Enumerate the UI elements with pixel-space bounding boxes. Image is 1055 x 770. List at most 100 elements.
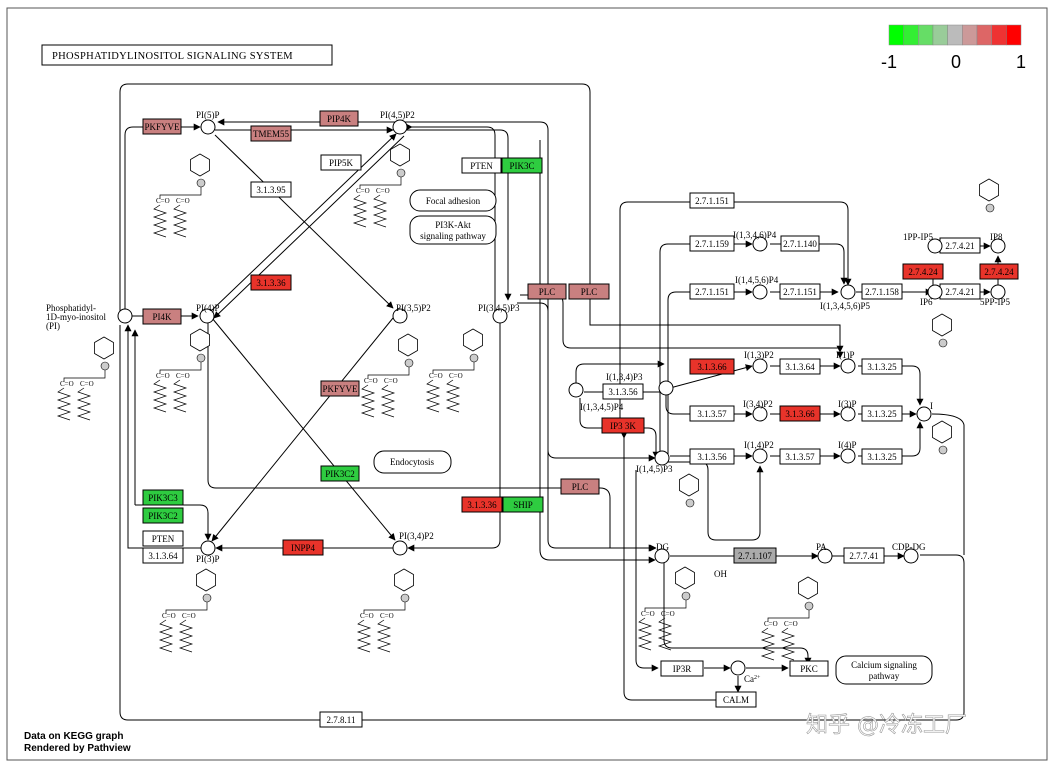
gene-node[interactable]: PKC [789,660,829,677]
gene-node[interactable]: 2.7.1.159 [689,235,735,252]
compound-i14p2[interactable]: I(1,4)P2 [744,440,774,464]
svg-text:I(1,3,4)P3: I(1,3,4)P3 [606,372,643,382]
gene-node[interactable]: 3.1.3.56 [602,383,644,400]
gene-node[interactable]: 2.7.1.151 [689,192,735,209]
gene-node[interactable]: PI4K [142,308,182,325]
gene-node[interactable]: 2.7.1.151 [689,283,735,300]
compound-i134p3[interactable]: I(1,3,4)P3 [606,372,674,396]
compound-pi[interactable]: Phosphatidyl- 1D-myo-inositol (PI) [46,303,133,331]
gene-node[interactable]: PTEN [142,530,184,547]
gene-node[interactable]: PIK3C [501,157,543,174]
gene-node[interactable]: 3.1.3.66 [689,358,735,375]
svg-text:PI(3,5)P2: PI(3,5)P2 [396,303,431,313]
gene-node[interactable]: PLC [527,283,567,300]
gene-node-box [979,263,1019,280]
inositol-structure-icon [932,420,952,455]
gene-node[interactable]: 3.1.3.57 [689,405,735,422]
compound-i34p2[interactable]: I(3,4)P2 [743,399,773,422]
compound-pi34p2[interactable]: PI(3,4)P2 [392,531,434,556]
compound-i1345p4[interactable]: I(1,3,4,5)P4 [568,382,624,412]
gene-node[interactable]: 3.1.3.66 [779,405,821,422]
compound-pi35p2[interactable]: PI(3,5)P2 [392,303,431,324]
pathway-link-pi3k-akt[interactable]: PI3K-Akt signaling pathway [409,215,497,245]
gene-node[interactable]: 2.7.4.21 [939,237,981,254]
compound-pi3p[interactable]: PI(3)P [196,540,220,564]
legend-swatch [932,24,948,46]
gene-node-box [861,358,903,375]
compound-pi5p[interactable]: PI(5)P [196,110,220,135]
gene-node[interactable]: 3.1.3.57 [779,448,821,465]
gene-node[interactable]: 3.1.3.25 [861,358,903,375]
compound-pi345p3[interactable]: PI(3,4,5)P3 [478,303,520,324]
gene-node[interactable]: 3.1.3.64 [779,358,821,375]
oh-label: OH [714,569,727,579]
compound-i3p[interactable]: I(3)P [838,399,857,422]
compound-i13p2[interactable]: I(1,3)P2 [744,350,774,374]
gene-node[interactable]: PKFYVE [320,380,360,397]
gene-node-box [779,358,821,375]
gene-node[interactable]: TMEM55 [250,125,292,142]
gene-node[interactable]: 2.7.1.158 [861,283,903,300]
gene-node-box [461,496,503,513]
gene-node[interactable]: 3.1.3.36 [461,496,503,513]
compound-5pp-ip5[interactable]: 5PP-IP5 [980,284,1011,307]
gene-node-label: SHIP [513,500,533,510]
gene-node[interactable]: 2.7.1.151 [779,283,821,300]
svg-text:C=O: C=O [162,612,176,620]
legend-swatch [962,24,978,46]
compound-dg[interactable]: DG [654,542,670,564]
compound-1pp-ip5[interactable]: 1PP-IP5 [903,232,943,254]
gene-node[interactable]: PIK3C2 [142,507,184,524]
gene-node[interactable]: 3.1.3.56 [689,448,735,465]
gene-node[interactable]: IP3 3K [601,417,645,434]
compound-cdp-dg[interactable]: CDP-DG [892,542,926,564]
gene-node[interactable]: CALM [715,691,757,708]
gene-node[interactable]: PKFYVE [142,118,182,135]
compound-pi4p[interactable]: PI(4)P [196,303,220,324]
compound-i1456p4[interactable]: I(1,4,5,6)P4 [735,275,779,300]
gene-node[interactable]: 3.1.3.64 [142,547,184,564]
gene-node[interactable]: PIK3C2 [320,465,360,482]
gene-node[interactable]: PLC [560,478,600,495]
gene-node[interactable]: PTEN [461,157,502,174]
compound-ca2[interactable]: Ca2+ [730,660,761,684]
gene-node-label: PLC [572,482,589,492]
gene-node[interactable]: 2.7.4.21 [939,283,981,300]
pathway-link-focal-adhesion[interactable]: Focal adhesion [409,189,497,212]
svg-text:C=O: C=O [356,187,370,195]
gene-node[interactable]: 2.7.4.24 [902,263,944,280]
pathway-link-calcium-signaling[interactable]: Calcium signaling pathway [835,655,933,685]
gene-node[interactable]: PLC [568,283,610,300]
gene-node[interactable]: 3.1.3.25 [861,448,903,465]
svg-text:PI(3)P: PI(3)P [196,554,220,564]
compound-pi45p2[interactable]: PI(4,5)P2 [380,110,415,135]
gene-node-box [320,154,362,171]
gene-node[interactable]: 2.7.1.140 [780,235,820,252]
gene-node[interactable]: 3.1.3.95 [250,181,292,198]
gene-node[interactable]: SHIP [502,496,544,513]
pathway-link-endocytosis[interactable]: Endocytosis [373,450,452,474]
gene-node[interactable]: 2.7.7.41 [843,547,885,564]
gene-node-label: 2.7.1.140 [783,239,817,249]
compound-i4p[interactable]: I(4)P [838,440,857,464]
compound-pa[interactable]: PA [816,542,833,564]
gene-node[interactable]: 3.1.3.36 [250,274,292,291]
gene-node[interactable]: PIP4K [319,110,359,127]
compound-i1p[interactable]: I(1)P [836,350,856,374]
gene-node[interactable]: 2.7.8.11 [319,711,363,728]
compound-ip6[interactable]: IP6 [920,284,943,307]
gene-node[interactable]: INPP4 [282,539,324,556]
gene-node[interactable]: PIP5K [320,154,362,171]
gene-node-box [733,547,777,564]
gene-node[interactable]: IP3R [660,660,704,677]
gene-node[interactable]: 3.1.3.25 [861,405,903,422]
compound-i145p3[interactable]: I(1,4,5)P3 [636,450,673,474]
compound-inositol[interactable]: I [916,401,933,422]
compound-i13456p5[interactable]: I(1,3,4,5,6)P5 [820,284,870,311]
compound-ip8[interactable]: IP8 [990,232,1006,254]
compound-i1346p4[interactable]: I(1,3,4,6)P4 [733,230,777,252]
gene-node[interactable]: 2.7.1.107 [733,547,777,564]
gene-node[interactable]: PIK3C3 [142,489,184,506]
svg-text:PI(4,5)P2: PI(4,5)P2 [380,110,415,120]
gene-node[interactable]: 2.7.4.24 [979,263,1019,280]
